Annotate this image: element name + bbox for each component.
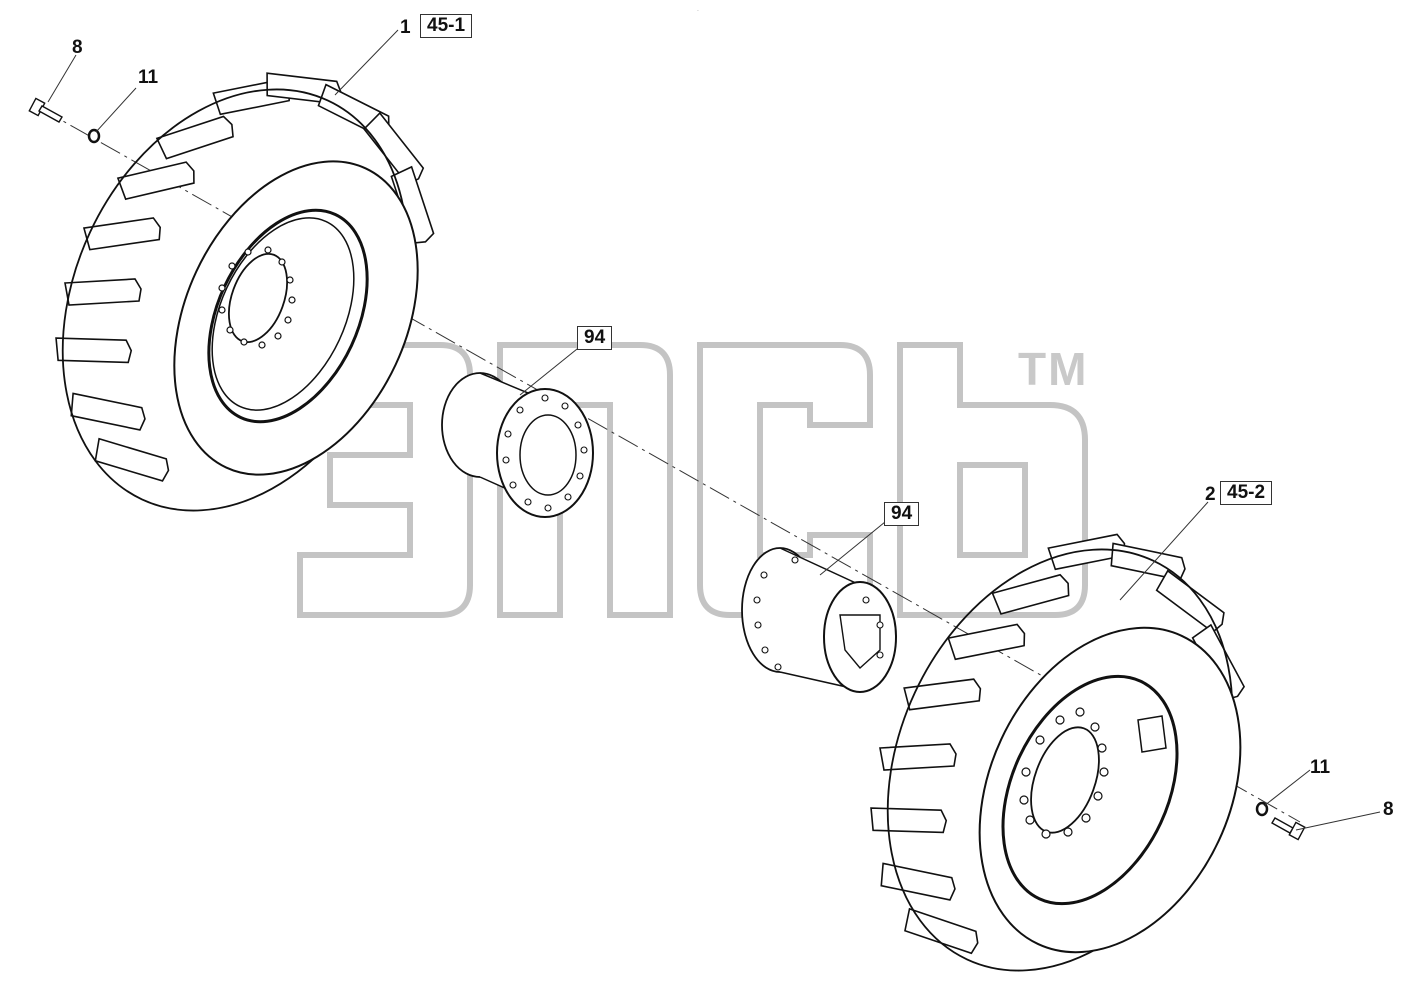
- watermark-trademark: TM: [1018, 343, 1089, 395]
- callout-wheel-right-item: 2: [1205, 484, 1216, 505]
- callout-hub-left: 94: [577, 326, 613, 350]
- left-bolt: [28, 97, 63, 123]
- callout-wheel-left-item: 1: [400, 17, 411, 38]
- left-hub: [441, 372, 594, 518]
- right-hub: [741, 547, 897, 693]
- callout-hub-right: 94: [884, 502, 920, 526]
- right-tire: [868, 532, 1248, 972]
- right-bolt: [1271, 817, 1306, 841]
- callout-washer-right: 11: [1310, 757, 1331, 778]
- header-mark: ·: [697, 8, 699, 15]
- callout-bolt-right: 8: [1383, 799, 1394, 820]
- callout-wheel-left-ref: 45-1: [420, 14, 473, 38]
- callout-bolt-left: 8: [72, 37, 83, 58]
- leader-lines: [47, 29, 1381, 831]
- left-tire: [53, 68, 436, 512]
- callout-wheel-right-ref: 45-2: [1220, 481, 1273, 505]
- left-washer: [87, 128, 101, 144]
- callout-washer-left: 11: [138, 67, 159, 88]
- watermark-logo: [297, 342, 1088, 618]
